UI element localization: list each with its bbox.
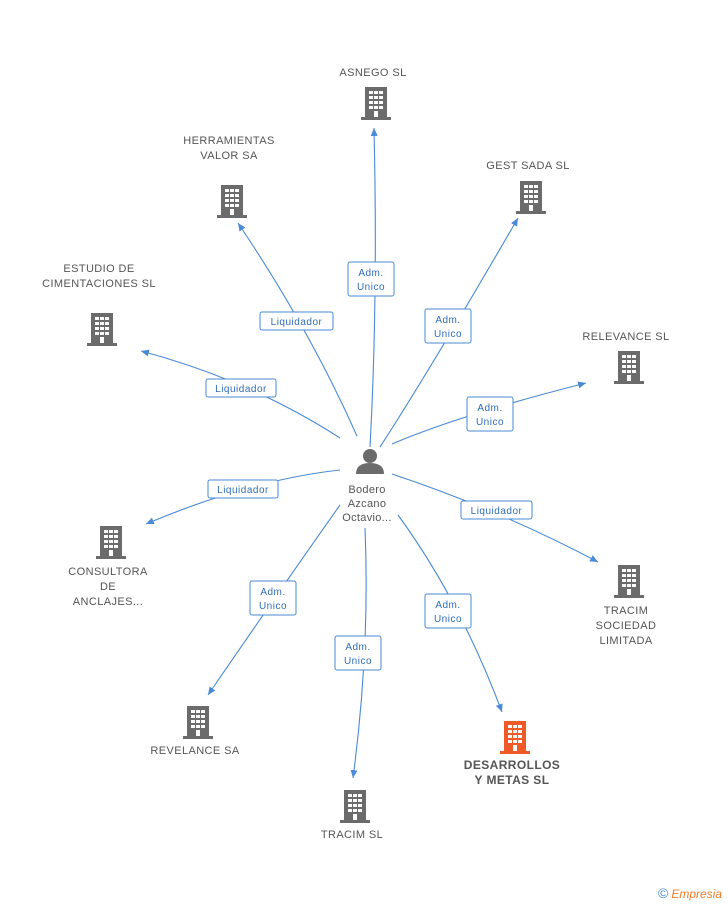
edge-asnego: Adm. Unico	[347, 127, 395, 448]
building-icon	[340, 790, 370, 823]
company-node-herramientas[interactable]: HERRAMIENTAS VALOR SA	[183, 135, 274, 218]
role-badge-consultora[interactable]: Liquidador	[207, 479, 279, 499]
edge-desarrollos: Adm. Unico	[397, 514, 503, 713]
edge-line-gest-sada	[379, 217, 519, 448]
building-icon	[614, 565, 644, 598]
company-name-line: ANCLAJES...	[73, 596, 143, 608]
role-badge-box	[259, 311, 334, 331]
role-badge-box	[424, 593, 472, 629]
edge-tracim-sociedad: Liquidador	[391, 473, 599, 563]
company-name-line: TRACIM SL	[321, 829, 383, 841]
edge-herramientas: Liquidador	[237, 222, 358, 437]
role-badge-box	[347, 261, 395, 297]
center-name-line-1: Bodero	[348, 484, 385, 496]
edge-relevance: Adm. Unico	[391, 381, 587, 445]
company-node-gest-sada[interactable]: GEST SADA SL	[486, 160, 569, 214]
company-node-consultora[interactable]: CONSULTORA DE ANCLAJES...	[68, 526, 148, 608]
role-label: Liquidador	[271, 317, 323, 328]
role-badge-tracim-sociedad[interactable]: Liquidador	[460, 500, 533, 520]
nodes-layer: ASNEGO SL GEST SADA SL RELEVANCE SL TRACIM S…	[42, 67, 669, 841]
role-label: Adm.	[260, 587, 285, 598]
role-badge-box	[207, 479, 279, 499]
center-name-line-3: Octavio...	[342, 512, 391, 524]
role-badge-gest-sada[interactable]: Adm. Unico	[424, 308, 472, 344]
company-name-line: Y METAS SL	[475, 773, 550, 787]
edge-revelance: Adm. Unico	[207, 504, 341, 696]
company-name-line: VALOR SA	[200, 150, 258, 162]
center-name-line-2: Azcano	[348, 498, 387, 510]
company-name-line: ESTUDIO DE	[63, 263, 134, 275]
company-name-line: TRACIM	[604, 605, 649, 617]
company-name-line: LIMITADA	[599, 635, 652, 647]
role-badge-herramientas[interactable]: Liquidador	[259, 311, 334, 331]
company-name-line: HERRAMIENTAS	[183, 135, 274, 147]
person-icon	[356, 449, 384, 474]
role-badge-asnego[interactable]: Adm. Unico	[347, 261, 395, 297]
company-name-line: DE	[100, 581, 116, 593]
role-badge-box	[334, 635, 382, 671]
company-node-tracim-sociedad[interactable]: TRACIM SOCIEDAD LIMITADA	[596, 565, 657, 647]
role-badge-box	[205, 378, 277, 398]
edges-layer: Adm.UnicoAdm.UnicoAdm.UnicoLiquidadorAdm…	[140, 127, 599, 779]
edge-consultora: Liquidador	[145, 469, 341, 525]
role-badge-estudio[interactable]: Liquidador	[205, 378, 277, 398]
footer-brand: ©Empresia	[658, 885, 722, 901]
building-icon	[87, 313, 117, 346]
role-label: Unico	[259, 601, 287, 612]
role-badge-desarrollos[interactable]: Adm. Unico	[424, 593, 472, 629]
company-name-line: DESARROLLOS	[464, 758, 560, 772]
role-label: Unico	[357, 282, 385, 293]
building-icon	[217, 185, 247, 218]
role-label: Liquidador	[471, 506, 523, 517]
building-icon	[500, 721, 530, 754]
role-label: Adm.	[435, 600, 460, 611]
edge-estudio: Liquidador	[140, 349, 341, 439]
building-icon	[614, 351, 644, 384]
center-person-node[interactable]: Bodero Azcano Octavio...	[342, 449, 391, 524]
role-label: Adm.	[358, 268, 383, 279]
edge-gest-sada: Adm. Unico	[379, 217, 519, 448]
role-badge-relevance[interactable]: Adm. Unico	[466, 396, 514, 432]
role-label: Liquidador	[217, 485, 269, 496]
role-label: Liquidador	[215, 384, 267, 395]
role-badge-revelance[interactable]: Adm. Unico	[249, 580, 297, 616]
role-label: Adm.	[435, 315, 460, 326]
company-name-line: CONSULTORA	[68, 566, 148, 578]
company-node-estudio[interactable]: ESTUDIO DE CIMENTACIONES SL	[42, 263, 156, 346]
brand-logo: Empresia	[671, 887, 722, 901]
building-icon	[183, 706, 213, 739]
role-label: Adm.	[477, 403, 502, 414]
company-node-tracim-sl[interactable]: TRACIM SL	[321, 790, 383, 841]
role-label: Unico	[434, 614, 462, 625]
copyright-icon: ©	[657, 885, 669, 901]
company-name-line: ASNEGO SL	[339, 67, 406, 79]
company-name-line: SOCIEDAD	[596, 620, 657, 632]
role-badge-tracim-sl[interactable]: Adm. Unico	[334, 635, 382, 671]
role-label: Unico	[344, 656, 372, 667]
role-label: Unico	[434, 329, 462, 340]
company-name-line: REVELANCE SA	[150, 745, 239, 757]
building-icon	[96, 526, 126, 559]
building-icon	[516, 181, 546, 214]
company-node-relevance[interactable]: RELEVANCE SL	[582, 331, 669, 384]
role-label: Adm.	[345, 642, 370, 653]
building-icon	[361, 87, 391, 120]
company-node-revelance[interactable]: REVELANCE SA	[150, 706, 239, 757]
role-badge-box	[249, 580, 297, 616]
company-name-line: RELEVANCE SL	[582, 331, 669, 343]
edge-tracim-sl: Adm. Unico	[334, 527, 382, 779]
company-name-line: CIMENTACIONES SL	[42, 278, 156, 290]
role-badge-box	[466, 396, 514, 432]
role-badge-box	[424, 308, 472, 344]
role-badge-box	[460, 500, 533, 520]
company-node-asnego[interactable]: ASNEGO SL	[339, 67, 406, 120]
role-label: Unico	[476, 417, 504, 428]
company-name-line: GEST SADA SL	[486, 160, 569, 172]
